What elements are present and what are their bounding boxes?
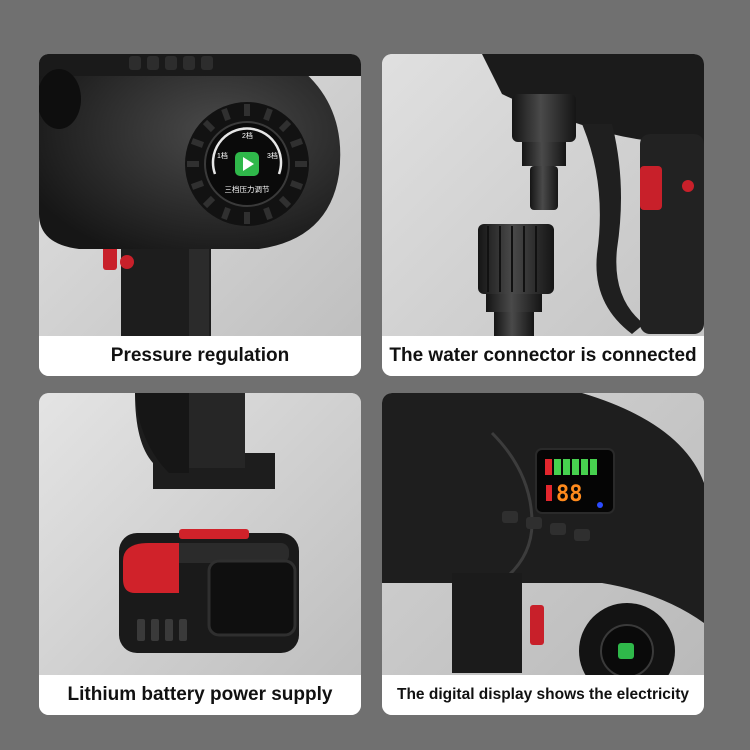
caption-lithium-battery: Lithium battery power supply xyxy=(39,675,361,715)
water-connector-photo xyxy=(382,54,704,376)
panel-lithium-battery: Lithium battery power supply xyxy=(39,393,361,715)
panel-pressure-regulation: 1档 2档 3档 三档压力调节 Pressure regulation xyxy=(39,54,361,376)
dial-label-left: 1档 xyxy=(217,151,228,160)
panel-digital-display: 88 The digital display shows the electri… xyxy=(382,393,704,715)
panel-water-connector: The water connector is connected xyxy=(382,54,704,376)
dial-label-right: 3档 xyxy=(267,151,278,160)
dial-label-bottom: 三档压力调节 xyxy=(225,184,270,194)
caption-water-connector: The water connector is connected xyxy=(382,336,704,376)
battery-level-bars xyxy=(545,459,597,475)
display-readout: 88 xyxy=(556,482,583,507)
pressure-dial-photo: 1档 2档 3档 三档压力调节 xyxy=(39,54,361,376)
play-icon xyxy=(243,157,254,171)
caption-pressure-regulation: Pressure regulation xyxy=(39,336,361,376)
battery-photo xyxy=(39,393,361,715)
digital-display-photo: 88 xyxy=(382,393,704,715)
dial-label-top: 2档 xyxy=(242,131,253,140)
caption-digital-display: The digital display shows the electricit… xyxy=(382,675,704,715)
